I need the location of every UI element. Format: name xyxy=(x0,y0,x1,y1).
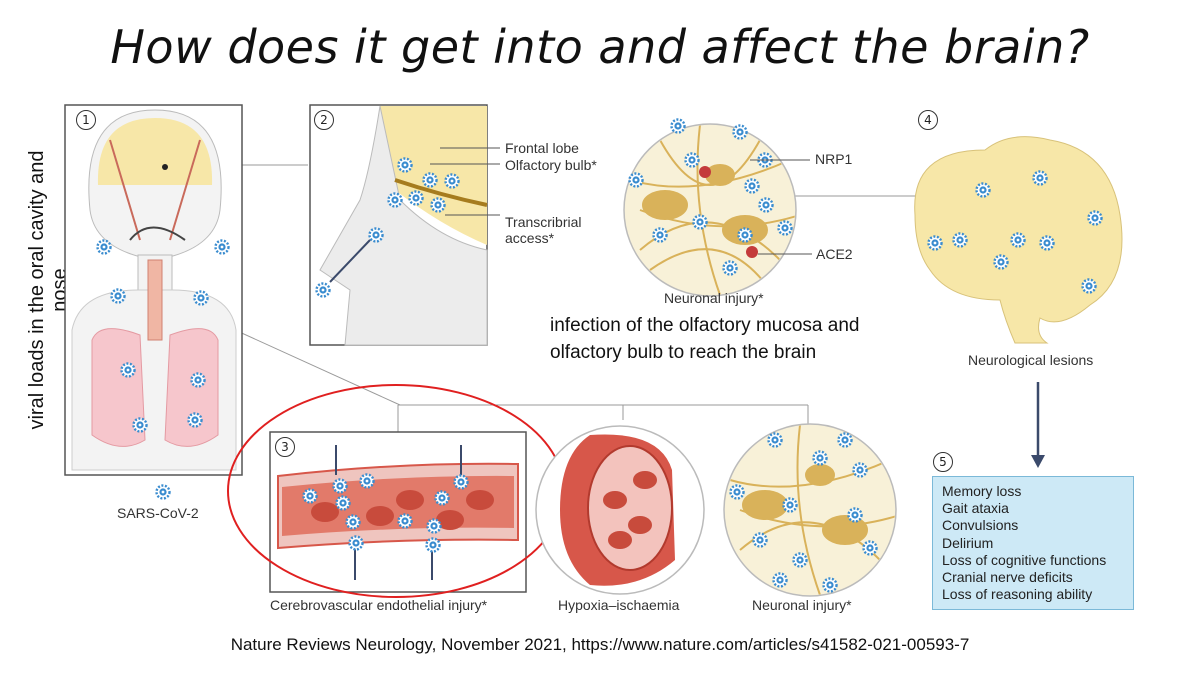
label-olfactory-bulb: Olfactory bulb* xyxy=(505,157,597,173)
symptom-item: Loss of reasoning ability xyxy=(942,586,1133,603)
brain-illustration xyxy=(915,137,1122,343)
caption-neuronal-injury-bottom: Neuronal injury* xyxy=(752,597,852,613)
symptom-item: Delirium xyxy=(942,535,1133,552)
label-transcribrial: Transcribrial xyxy=(505,214,582,230)
panel-2-olfactory-illustration xyxy=(310,105,500,345)
citation: Nature Reviews Neurology, November 2021,… xyxy=(0,635,1200,655)
panel-number-5: 5 xyxy=(933,452,953,472)
symptom-item: Gait ataxia xyxy=(942,500,1133,517)
panel-number-1: 1 xyxy=(76,110,96,130)
connector-lines xyxy=(180,165,932,432)
panel-3-vessel-illustration xyxy=(270,432,526,592)
panel-number-4: 4 xyxy=(918,110,938,130)
symptom-item: Convulsions xyxy=(942,517,1133,534)
neuron-circle-bottom xyxy=(724,424,900,596)
symptoms-box: Memory loss Gait ataxia Convulsions Deli… xyxy=(932,476,1134,610)
caption-neuronal-injury-top: Neuronal injury* xyxy=(664,290,764,306)
label-frontal-lobe: Frontal lobe xyxy=(505,140,579,156)
caption-cerebrovascular: Cerebrovascular endothelial injury* xyxy=(270,597,487,613)
panel-number-3: 3 xyxy=(275,437,295,457)
caption-hypoxia: Hypoxia–ischaemia xyxy=(558,597,679,613)
symptom-item: Cranial nerve deficits xyxy=(942,569,1133,586)
label-nrp1: NRP1 xyxy=(815,151,852,167)
label-access: access* xyxy=(505,230,554,246)
hypoxia-illustration xyxy=(536,426,704,594)
annotation-line-1: infection of the olfactory mucosa and xyxy=(550,315,859,337)
caption-neurological-lesions: Neurological lesions xyxy=(968,352,1093,368)
panel-1-body-illustration xyxy=(65,105,242,499)
virus-legend-label: SARS-CoV-2 xyxy=(117,505,199,521)
label-ace2: ACE2 xyxy=(816,246,853,262)
annotation-line-2: olfactory bulb to reach the brain xyxy=(550,342,816,364)
neuron-circle-top xyxy=(624,120,812,297)
symptom-item: Loss of cognitive functions xyxy=(942,552,1133,569)
panel-number-2: 2 xyxy=(314,110,334,130)
symptom-item: Memory loss xyxy=(942,483,1133,500)
